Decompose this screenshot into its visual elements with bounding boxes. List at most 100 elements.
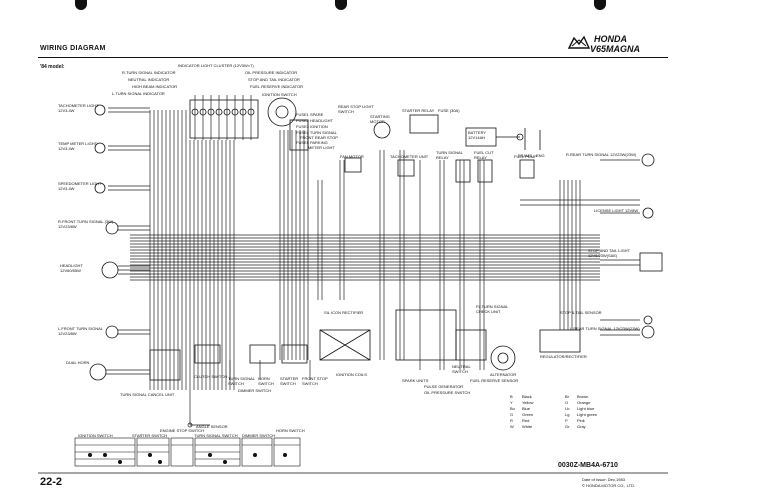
brand-name: HONDA bbox=[594, 34, 627, 44]
issue-date: Date of Issue: Dec,1983 bbox=[582, 477, 625, 482]
legend-code: Gr bbox=[565, 424, 570, 429]
model-year: '84 model: bbox=[40, 64, 65, 70]
label-l-front-turn: L.FRONT TURN SIGNAL 12V23/8W bbox=[58, 326, 103, 336]
part-number: 0030Z-MB4A-6710 bbox=[558, 462, 618, 469]
label-l-turn-indicator: L.TURN SIGNAL INDICATOR bbox=[112, 91, 165, 96]
legend-name: Gray bbox=[577, 424, 586, 429]
label-neutral-indicator: NEUTRAL INDICATOR bbox=[128, 77, 170, 82]
label-turn-signal-cancel: TURN SIGNAL CANCEL UNIT bbox=[120, 392, 175, 397]
label-fuse-ignition: FUSE3 IGNITION bbox=[296, 124, 328, 129]
legend-name: Green bbox=[522, 412, 534, 417]
label-fuse-parking: FUSE5 PARKING bbox=[296, 140, 328, 145]
label-spark-units: SPARK UNITS bbox=[402, 378, 429, 383]
legend-name: White bbox=[522, 424, 533, 429]
label-stop-tail-light: STOP AND TAIL LIGHT 12V8/23W(SAE) bbox=[588, 248, 630, 258]
legend-code: R bbox=[510, 418, 513, 423]
label-regulator: REGULATOR/RECTIFIER bbox=[540, 354, 587, 359]
label-rear-stop-switch: REAR STOP LIGHT SWITCH bbox=[338, 104, 374, 114]
copyright: © HONDA MOTOR CO., LTD. bbox=[582, 483, 636, 488]
switch-table-starter: STARTER SWITCH bbox=[132, 433, 168, 438]
legend-name: Blue bbox=[522, 406, 531, 411]
label-fuse-main: FUSE (30A) bbox=[438, 108, 460, 113]
label-fuel-reserve-indicator: FUEL RESERVE INDICATOR bbox=[250, 84, 303, 89]
label-starter-switch: STARTER SWITCH bbox=[280, 376, 299, 386]
legend-name: Brown bbox=[577, 394, 589, 399]
switch-table-horn: HORN SWITCH bbox=[276, 428, 305, 433]
label-l-rear-turn: L.REAR TURN SIGNAL 12V23W(23W) bbox=[570, 326, 640, 331]
label-license-light: LICENSE LIGHT 12V8W bbox=[594, 208, 639, 213]
label-neutral-switch: NEUTRAL SWITCH bbox=[452, 364, 471, 374]
label-clutch-switch: CLUTCH SWITCH bbox=[194, 374, 228, 379]
label-pulse-generator: PULSE GENERATOR bbox=[424, 384, 464, 389]
header-rule bbox=[38, 57, 668, 58]
label-dual-horn: DUAL HORN bbox=[66, 360, 90, 365]
label-fan-motor: FAN MOTOR bbox=[340, 154, 364, 159]
binder-hole bbox=[594, 0, 606, 10]
label-ground-eng: ENG bbox=[536, 153, 545, 158]
label-indicator-cluster: INDICATOR LIGHT CLUSTER (12V3W×7) bbox=[178, 63, 254, 68]
label-battery: BATTERY 12V14AH bbox=[468, 130, 487, 140]
label-ignition-switch: IGNITION SWITCH bbox=[262, 92, 297, 97]
switch-table-turn-signal: TURN SIGNAL SWITCH bbox=[194, 433, 238, 438]
label-fuse-front-rear-stop: FRONT REAR STOP bbox=[300, 135, 338, 140]
binder-hole bbox=[335, 0, 347, 10]
label-turn-signal-switch: TURN SIGNAL SWITCH bbox=[228, 376, 255, 386]
label-fuel-cut-unit: FL TURN SIGNAL CHECK UNIT bbox=[476, 304, 509, 314]
label-tacho-light: TACHOMETER LIGHT 12V3.4W bbox=[58, 103, 99, 113]
label-ground-frame: FRAME bbox=[518, 153, 532, 158]
label-stop-tail-sensor: STOP & TAIL SENSOR bbox=[560, 310, 602, 315]
legend-code: Br bbox=[565, 394, 569, 399]
legend-name: Pink bbox=[577, 418, 585, 423]
label-oil-pressure-indicator: OIL PRESSURE INDICATOR bbox=[245, 70, 298, 75]
legend-name: Orange bbox=[577, 400, 591, 405]
color-legend: B Black Y Yellow Bu Blue G Green R Red W… bbox=[510, 394, 620, 434]
label-fuse-turn-signal: FUSE4 TURN SIGNAL bbox=[296, 130, 337, 135]
legend-name: Red bbox=[522, 418, 530, 423]
legend-code: Lg bbox=[565, 412, 570, 417]
label-r-turn-indicator: R.TURN SIGNAL INDICATOR bbox=[122, 70, 176, 75]
label-high-beam-indicator: HIGH BEAM INDICATOR bbox=[132, 84, 178, 89]
switch-table-dimmer: DIMMER SWITCH bbox=[242, 433, 276, 438]
label-front-stop-switch: FRONT STOP SWITCH bbox=[302, 376, 328, 386]
label-r-rear-turn: R.REAR TURN SIGNAL 12V23W(23W) bbox=[566, 152, 637, 157]
label-speedometer-light: SPEEDOMETER LIGHT 12V3.4W bbox=[58, 181, 102, 191]
label-starting-motor: STARTING MOTOR bbox=[370, 114, 390, 124]
label-stop-tail-indicator: STOP AND TAIL INDICATOR bbox=[248, 77, 300, 82]
label-ignition-coils: IGNITION COILS bbox=[336, 372, 367, 377]
page-number: 22-2 bbox=[40, 476, 63, 488]
label-fuse-headlight: FUSE2 HEADLIGHT bbox=[296, 118, 333, 123]
label-fuel-pump: FUEL PUMP bbox=[514, 154, 537, 159]
legend-code: O bbox=[565, 400, 569, 405]
label-temp-meter-light: TEMP METER LIGHT 12V3.4W bbox=[58, 141, 97, 151]
binder-hole bbox=[75, 0, 87, 10]
honda-logo bbox=[567, 34, 591, 52]
label-fuse-meter-light: METER LIGHT bbox=[308, 145, 335, 150]
label-fuel-reserve-sensor: FUEL RESERVE SENSOR bbox=[470, 378, 519, 383]
label-dimmer-switch: DIMMER SWITCH bbox=[238, 388, 272, 393]
label-angle-sensor: ANGLE SENSOR bbox=[196, 424, 228, 429]
legend-name: Yellow bbox=[522, 400, 534, 405]
label-fuel-cut-relay: FUEL CUT RELAY bbox=[474, 150, 494, 160]
legend-code: B bbox=[510, 394, 513, 399]
label-cdi-unit: SIL ICON RECTIFIER bbox=[324, 310, 364, 315]
legend-code: W bbox=[510, 424, 514, 429]
label-alternator: ALTERNATOR bbox=[490, 372, 517, 377]
model-name: V65MAGNA bbox=[590, 44, 641, 54]
label-starter-relay: STARTER RELAY bbox=[402, 108, 435, 113]
switch-table-ignition: IGNITION SWITCH bbox=[78, 433, 113, 438]
legend-code: Bu bbox=[510, 406, 515, 411]
label-fuse-spare: FUSE1 SPARE bbox=[296, 112, 324, 117]
label-tachometer-unit: TACHOMETER UNIT bbox=[390, 154, 429, 159]
legend-code: Y bbox=[510, 400, 513, 405]
legend-code: Lb bbox=[565, 406, 570, 411]
label-horn-switch: HORN SWITCH bbox=[258, 376, 274, 386]
legend-name: Black bbox=[522, 394, 532, 399]
switch-table-engine-stop: ENGINE STOP SWITCH bbox=[160, 428, 205, 433]
label-r-front-turn: R.FRONT TURN SIGNAL (3W) 12V23/8W bbox=[58, 219, 114, 229]
label-headlight: HEADLIGHT 12V60/55W bbox=[60, 263, 83, 273]
label-turn-signal-relay: TURN SIGNAL RELAY bbox=[436, 150, 463, 160]
legend-code: P bbox=[565, 418, 568, 423]
label-oil-pressure-switch: OIL PRESSURE SWITCH bbox=[424, 390, 471, 395]
legend-name: Light blue bbox=[577, 406, 595, 411]
